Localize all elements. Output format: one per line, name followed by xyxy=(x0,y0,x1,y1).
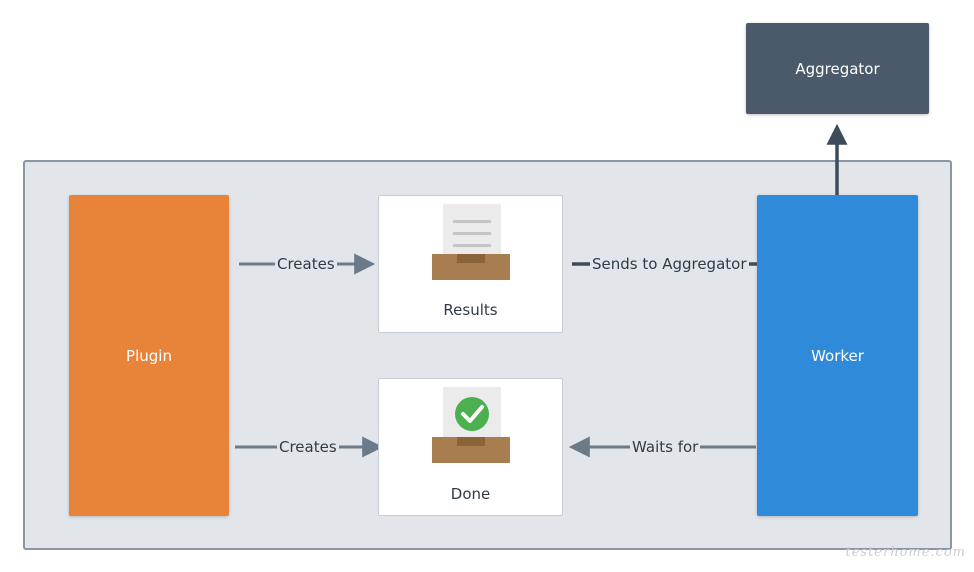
results-node: Results xyxy=(378,195,563,333)
aggregator-node: Aggregator xyxy=(746,23,929,114)
plugin-label: Plugin xyxy=(126,346,172,365)
inbox-document-icon xyxy=(432,204,510,280)
watermark: testerhome.com xyxy=(845,545,966,560)
edge-label-sends-to-aggregator: Sends to Aggregator xyxy=(590,255,749,273)
done-label: Done xyxy=(450,485,491,503)
edge-label-creates-done: Creates xyxy=(277,438,339,456)
worker-label: Worker xyxy=(811,346,864,365)
plugin-node: Plugin xyxy=(69,195,229,516)
results-label: Results xyxy=(443,301,498,319)
inbox-document-check-icon xyxy=(432,387,510,463)
aggregator-label: Aggregator xyxy=(795,59,880,78)
done-node: Done xyxy=(378,378,563,516)
edge-label-waits-for: Waits for xyxy=(630,438,701,456)
edge-label-creates-results: Creates xyxy=(275,255,337,273)
worker-node: Worker xyxy=(757,195,918,516)
